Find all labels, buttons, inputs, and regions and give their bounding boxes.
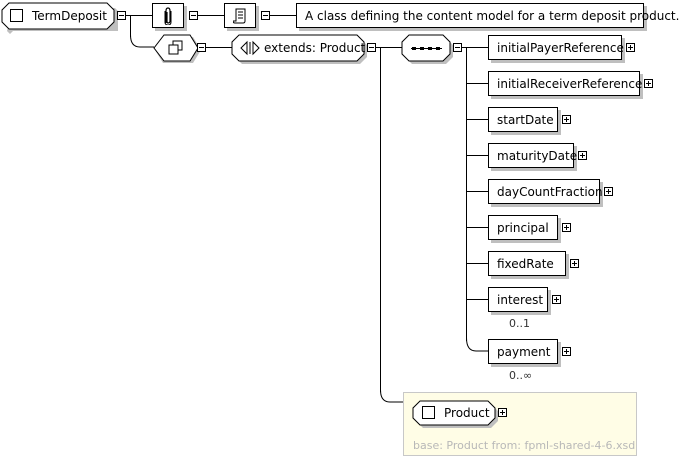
element-expand-toggle[interactable] — [578, 151, 587, 160]
root-shape — [1, 2, 118, 34]
element-dayCountFraction[interactable]: dayCountFraction — [488, 179, 603, 204]
complex-content-node[interactable] — [153, 34, 201, 63]
sequence-node[interactable] — [401, 34, 453, 64]
element-startDate[interactable]: startDate — [488, 107, 558, 132]
base-type-label: Product — [444, 406, 490, 420]
element-label: initialPayerReference — [497, 40, 624, 55]
element-label: startDate — [497, 112, 554, 127]
element-payment[interactable]: payment — [488, 339, 558, 364]
extension-icon — [240, 40, 260, 56]
documentation-collapse-toggle[interactable] — [261, 11, 270, 20]
element-initialReceiverReference[interactable]: initialReceiverReference — [488, 71, 643, 96]
element-initialPayerReference[interactable]: initialPayerReference — [488, 35, 624, 60]
connector-curve — [130, 35, 154, 48]
element-expand-toggle[interactable] — [562, 223, 571, 232]
base-type-node[interactable]: Product — [412, 400, 498, 428]
element-expand-toggle[interactable] — [570, 259, 579, 268]
element-fixedRate[interactable]: fixedRate — [488, 251, 566, 276]
annotation-collapse-toggle[interactable] — [189, 11, 198, 20]
root-label: TermDeposit — [32, 9, 107, 23]
element-expand-toggle[interactable] — [562, 347, 571, 356]
element-label: fixedRate — [497, 256, 554, 271]
element-label: payment — [497, 344, 551, 359]
element-expand-toggle[interactable] — [626, 43, 635, 52]
complex-type-icon — [422, 406, 435, 419]
element-maturityDate[interactable]: maturityDate — [488, 143, 578, 168]
root-complex-type[interactable]: TermDeposit — [1, 2, 118, 34]
element-label: principal — [497, 220, 549, 235]
element-label: dayCountFraction — [497, 184, 603, 199]
sequence-collapse-toggle[interactable] — [453, 43, 462, 52]
extension-label: extends: Product — [264, 41, 366, 55]
element-label: maturityDate — [497, 148, 578, 163]
documentation-icon — [233, 8, 246, 23]
element-expand-toggle[interactable] — [552, 295, 561, 304]
documentation-box[interactable] — [224, 3, 256, 28]
documentation-text: A class defining the content model for a… — [296, 3, 679, 28]
extension-node[interactable]: extends: Product — [231, 34, 367, 64]
extension-collapse-toggle[interactable] — [367, 43, 376, 52]
complex-content-icon — [168, 40, 183, 55]
base-type-caption: base: Product from: fpml-shared-4-6.xsd — [413, 439, 636, 452]
complex-type-icon — [10, 9, 23, 22]
element-expand-toggle[interactable] — [644, 79, 653, 88]
element-interest[interactable]: interest — [488, 287, 548, 312]
annotation-icon — [164, 6, 172, 25]
root-collapse-toggle[interactable] — [117, 11, 126, 20]
complex-content-collapse-toggle[interactable] — [197, 43, 206, 52]
element-expand-toggle[interactable] — [562, 115, 571, 124]
element-principal[interactable]: principal — [488, 215, 558, 240]
occurrence-label: 0..∞ — [509, 369, 533, 382]
element-label: initialReceiverReference — [497, 76, 643, 91]
element-expand-toggle[interactable] — [604, 187, 613, 196]
sequence-icon — [411, 47, 442, 50]
element-label: interest — [497, 292, 544, 307]
annotation-box[interactable] — [152, 3, 184, 28]
base-type-expand-toggle[interactable] — [498, 408, 507, 417]
occurrence-label: 0..1 — [509, 317, 530, 330]
